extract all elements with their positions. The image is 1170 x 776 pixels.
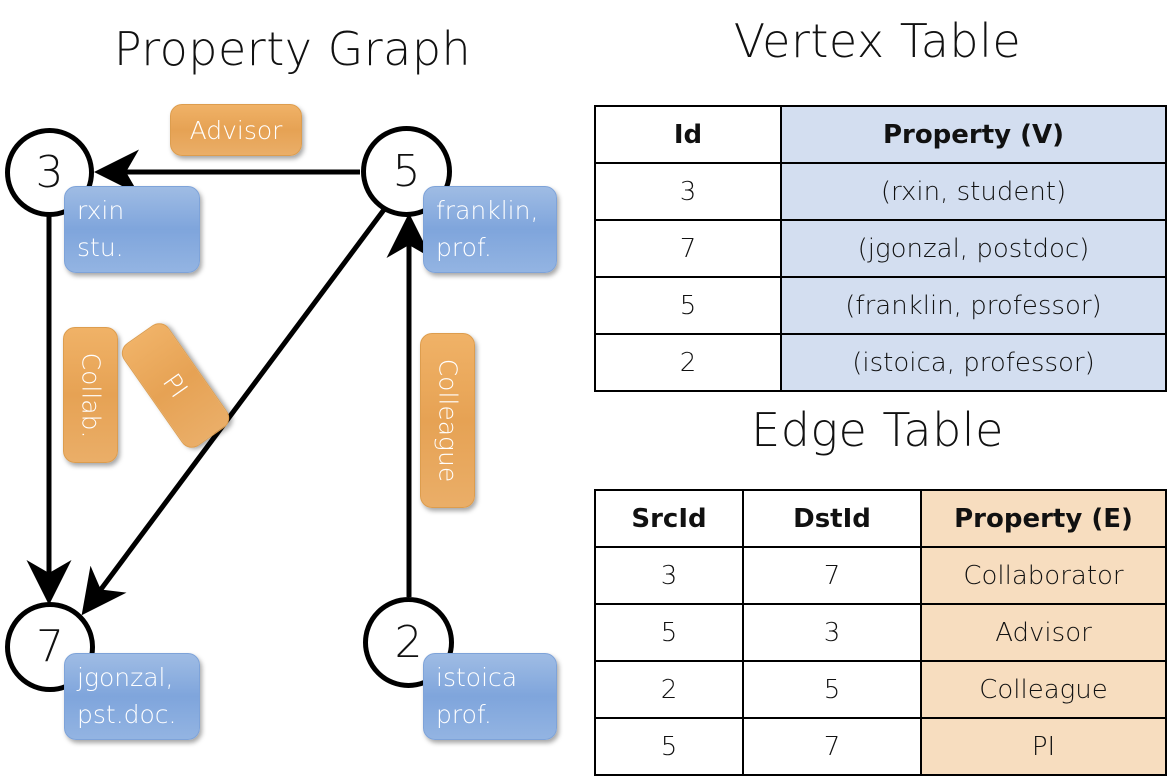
node-property-line-1: franklin,	[436, 196, 539, 226]
table-row[interactable]: 7 (jgonzal, postdoc)	[594, 219, 1167, 278]
edge-dst-cell: 7	[742, 546, 922, 605]
vertex-property-cell: (jgonzal, postdoc)	[780, 219, 1167, 278]
edge-src-cell: 3	[594, 546, 744, 605]
graph-node-2[interactable]: 2	[363, 597, 454, 688]
table-row[interactable]: 5 3 Advisor	[594, 603, 1167, 662]
edge-5-7	[81, 205, 389, 616]
page-title-property-graph: Property Graph	[113, 22, 472, 76]
node-property-box-rxin[interactable]: rxin stu.	[64, 186, 200, 273]
graph-edges	[26, 149, 432, 616]
vertex-table: Id Property (V) 3 (rxin, student) 7 (jgo…	[594, 105, 1167, 392]
node-property-line-2: prof.	[436, 232, 492, 262]
vertex-id-cell: 2	[594, 333, 782, 392]
vertex-table-col-id: Id	[594, 105, 782, 164]
table-row[interactable]: 5 (franklin, professor)	[594, 276, 1167, 335]
vertex-id-cell: 3	[594, 162, 782, 221]
node-property-line-1: istoica	[436, 663, 518, 693]
edge-label-colleague-text: Colleague	[433, 358, 463, 483]
vertex-table-header-row: Id Property (V)	[594, 105, 1167, 164]
vertex-table-panel: Vertex Table	[585, 0, 1170, 380]
edge-table-header-row: SrcId DstId Property (E)	[594, 489, 1167, 548]
vertex-table-col-property: Property (V)	[780, 105, 1167, 164]
vertex-id-cell: 7	[594, 219, 782, 278]
edge-label-colleague[interactable]: Colleague	[420, 333, 475, 508]
edge-src-cell: 2	[594, 660, 744, 719]
table-row[interactable]: 3 7 Collaborator	[594, 546, 1167, 605]
graph-node-2-label: 2	[394, 616, 423, 668]
table-row[interactable]: 3 (rxin, student)	[594, 162, 1167, 221]
edge-table-col-property: Property (E)	[920, 489, 1167, 548]
edge-table-col-dstid: DstId	[742, 489, 922, 548]
edge-property-cell: PI	[920, 717, 1167, 776]
section-title-edge-table: Edge Table	[751, 403, 1004, 457]
table-row[interactable]: 5 7 PI	[594, 717, 1167, 776]
edge-dst-cell: 3	[742, 603, 922, 662]
edge-property-cell: Colleague	[920, 660, 1167, 719]
graph-node-5-label: 5	[392, 145, 421, 197]
edge-label-advisor[interactable]: Advisor	[170, 104, 302, 156]
node-property-line-1: jgonzal,	[77, 663, 174, 693]
edge-property-cell: Advisor	[920, 603, 1167, 662]
edge-dst-cell: 5	[742, 660, 922, 719]
edge-dst-cell: 7	[742, 717, 922, 776]
graph-node-7-label: 7	[36, 621, 64, 672]
edge-label-advisor-text: Advisor	[189, 115, 283, 145]
vertex-property-cell: (franklin, professor)	[780, 276, 1167, 335]
edge-table-col-srcid: SrcId	[594, 489, 744, 548]
node-property-box-istoica[interactable]: istoica prof.	[423, 653, 557, 740]
node-property-line-1: rxin	[77, 196, 125, 226]
node-property-line-2: pst.doc.	[77, 699, 177, 729]
edge-label-collab-text: Collab.	[76, 352, 105, 438]
vertex-property-cell: (istoica, professor)	[780, 333, 1167, 392]
graph-node-3-label: 3	[35, 146, 64, 198]
node-property-line-2: stu.	[77, 232, 124, 262]
table-row[interactable]: 2 5 Colleague	[594, 660, 1167, 719]
property-graph-panel: Property Graph 3 5 7 2 rxin stu. frankli…	[0, 0, 585, 760]
edge-table-panel: Edge Table	[585, 395, 1170, 495]
node-property-box-jgonzal[interactable]: jgonzal, pst.doc.	[64, 653, 200, 740]
edge-table: SrcId DstId Property (E) 3 7 Collaborato…	[594, 489, 1167, 776]
edge-label-collab[interactable]: Collab.	[63, 327, 118, 463]
vertex-id-cell: 5	[594, 276, 782, 335]
table-row[interactable]: 2 (istoica, professor)	[594, 333, 1167, 392]
node-property-box-franklin[interactable]: franklin, prof.	[423, 186, 557, 273]
edge-src-cell: 5	[594, 717, 744, 776]
edge-label-pi-text: PI	[157, 367, 194, 404]
vertex-property-cell: (rxin, student)	[780, 162, 1167, 221]
section-title-vertex-table: Vertex Table	[733, 14, 1022, 68]
edge-src-cell: 5	[594, 603, 744, 662]
edge-property-cell: Collaborator	[920, 546, 1167, 605]
node-property-line-2: prof.	[436, 699, 492, 729]
